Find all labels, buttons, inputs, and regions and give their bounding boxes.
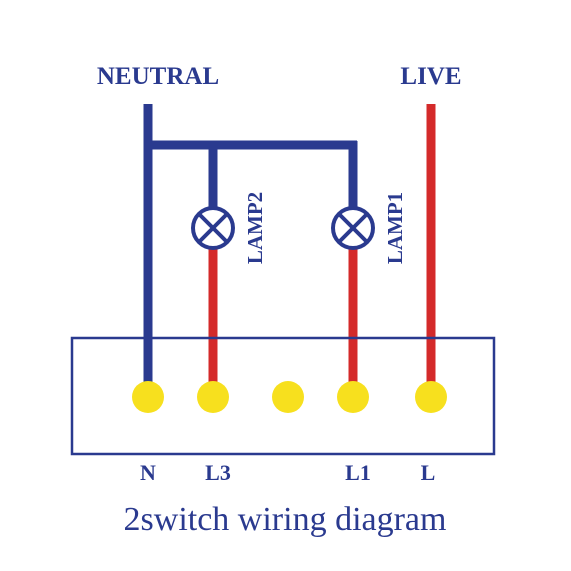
lamp1-icon	[331, 206, 375, 250]
terminal-label-l3: L3	[205, 460, 231, 485]
lamp1-label: LAMP1	[383, 192, 407, 264]
lamp2-icon	[191, 206, 235, 250]
neutral-label: NEUTRAL	[97, 63, 219, 90]
neutral-wires	[143, 104, 358, 382]
diagram-caption: 2switch wiring diagram	[124, 501, 447, 538]
terminal-n	[132, 381, 164, 413]
live-label: LIVE	[400, 63, 461, 90]
terminal-l	[415, 381, 447, 413]
switch-box	[70, 336, 496, 456]
live-wires	[208, 104, 436, 382]
lamp2-label: LAMP2	[243, 192, 267, 264]
terminals	[132, 381, 447, 413]
terminal-blank	[272, 381, 304, 413]
terminal-label-n: N	[140, 460, 156, 485]
terminal-label-l1: L1	[345, 460, 371, 485]
terminal-l1	[337, 381, 369, 413]
terminal-l3	[197, 381, 229, 413]
terminal-label-l: L	[421, 460, 436, 485]
